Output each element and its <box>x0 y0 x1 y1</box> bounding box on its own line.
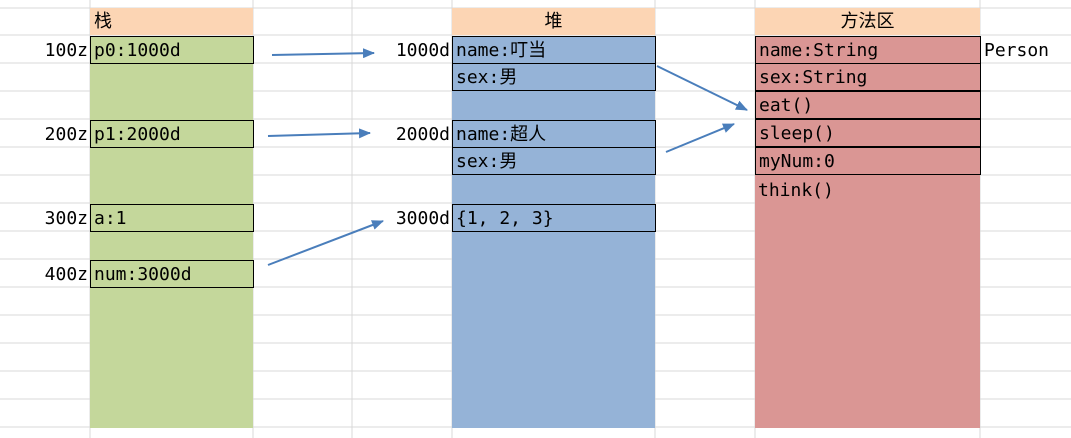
heap-column <box>452 36 655 428</box>
heap-field-1000d-name: name:叮当 <box>452 36 656 64</box>
method-area-column <box>755 36 980 428</box>
stack-address-400z: 400z <box>44 264 88 285</box>
stack-header: 栈 <box>90 8 253 35</box>
stack-cell-num: num:3000d <box>90 260 254 288</box>
method-area-header: 方法区 <box>755 8 980 35</box>
method-member-sex: sex:String <box>755 63 981 91</box>
stack-column <box>90 36 253 428</box>
heap-field-2000d-name: name:超人 <box>452 120 656 148</box>
heap-address-1000d: 1000d <box>395 40 450 61</box>
heap-field-2000d-sex: sex:男 <box>452 147 656 175</box>
stack-cell-p0: p0:1000d <box>90 36 254 64</box>
heap-header: 堆 <box>452 8 655 35</box>
stack-address-100z: 100z <box>44 40 88 61</box>
heap-address-2000d: 2000d <box>395 124 450 145</box>
stack-cell-a: a:1 <box>90 204 254 232</box>
method-member-eat: eat() <box>755 91 981 119</box>
class-label-person: Person <box>984 40 1050 61</box>
method-member-think: think() <box>758 180 834 201</box>
stack-address-300z: 300z <box>44 208 88 229</box>
heap-field-1000d-sex: sex:男 <box>452 63 656 91</box>
stack-address-200z: 200z <box>44 124 88 145</box>
method-member-sleep: sleep() <box>755 119 981 147</box>
stack-cell-p1: p1:2000d <box>90 120 254 148</box>
method-member-mynum: myNum:0 <box>755 147 981 175</box>
method-member-name: name:String <box>755 36 981 64</box>
heap-array-3000d: {1, 2, 3} <box>452 204 656 232</box>
heap-address-3000d: 3000d <box>395 208 450 229</box>
